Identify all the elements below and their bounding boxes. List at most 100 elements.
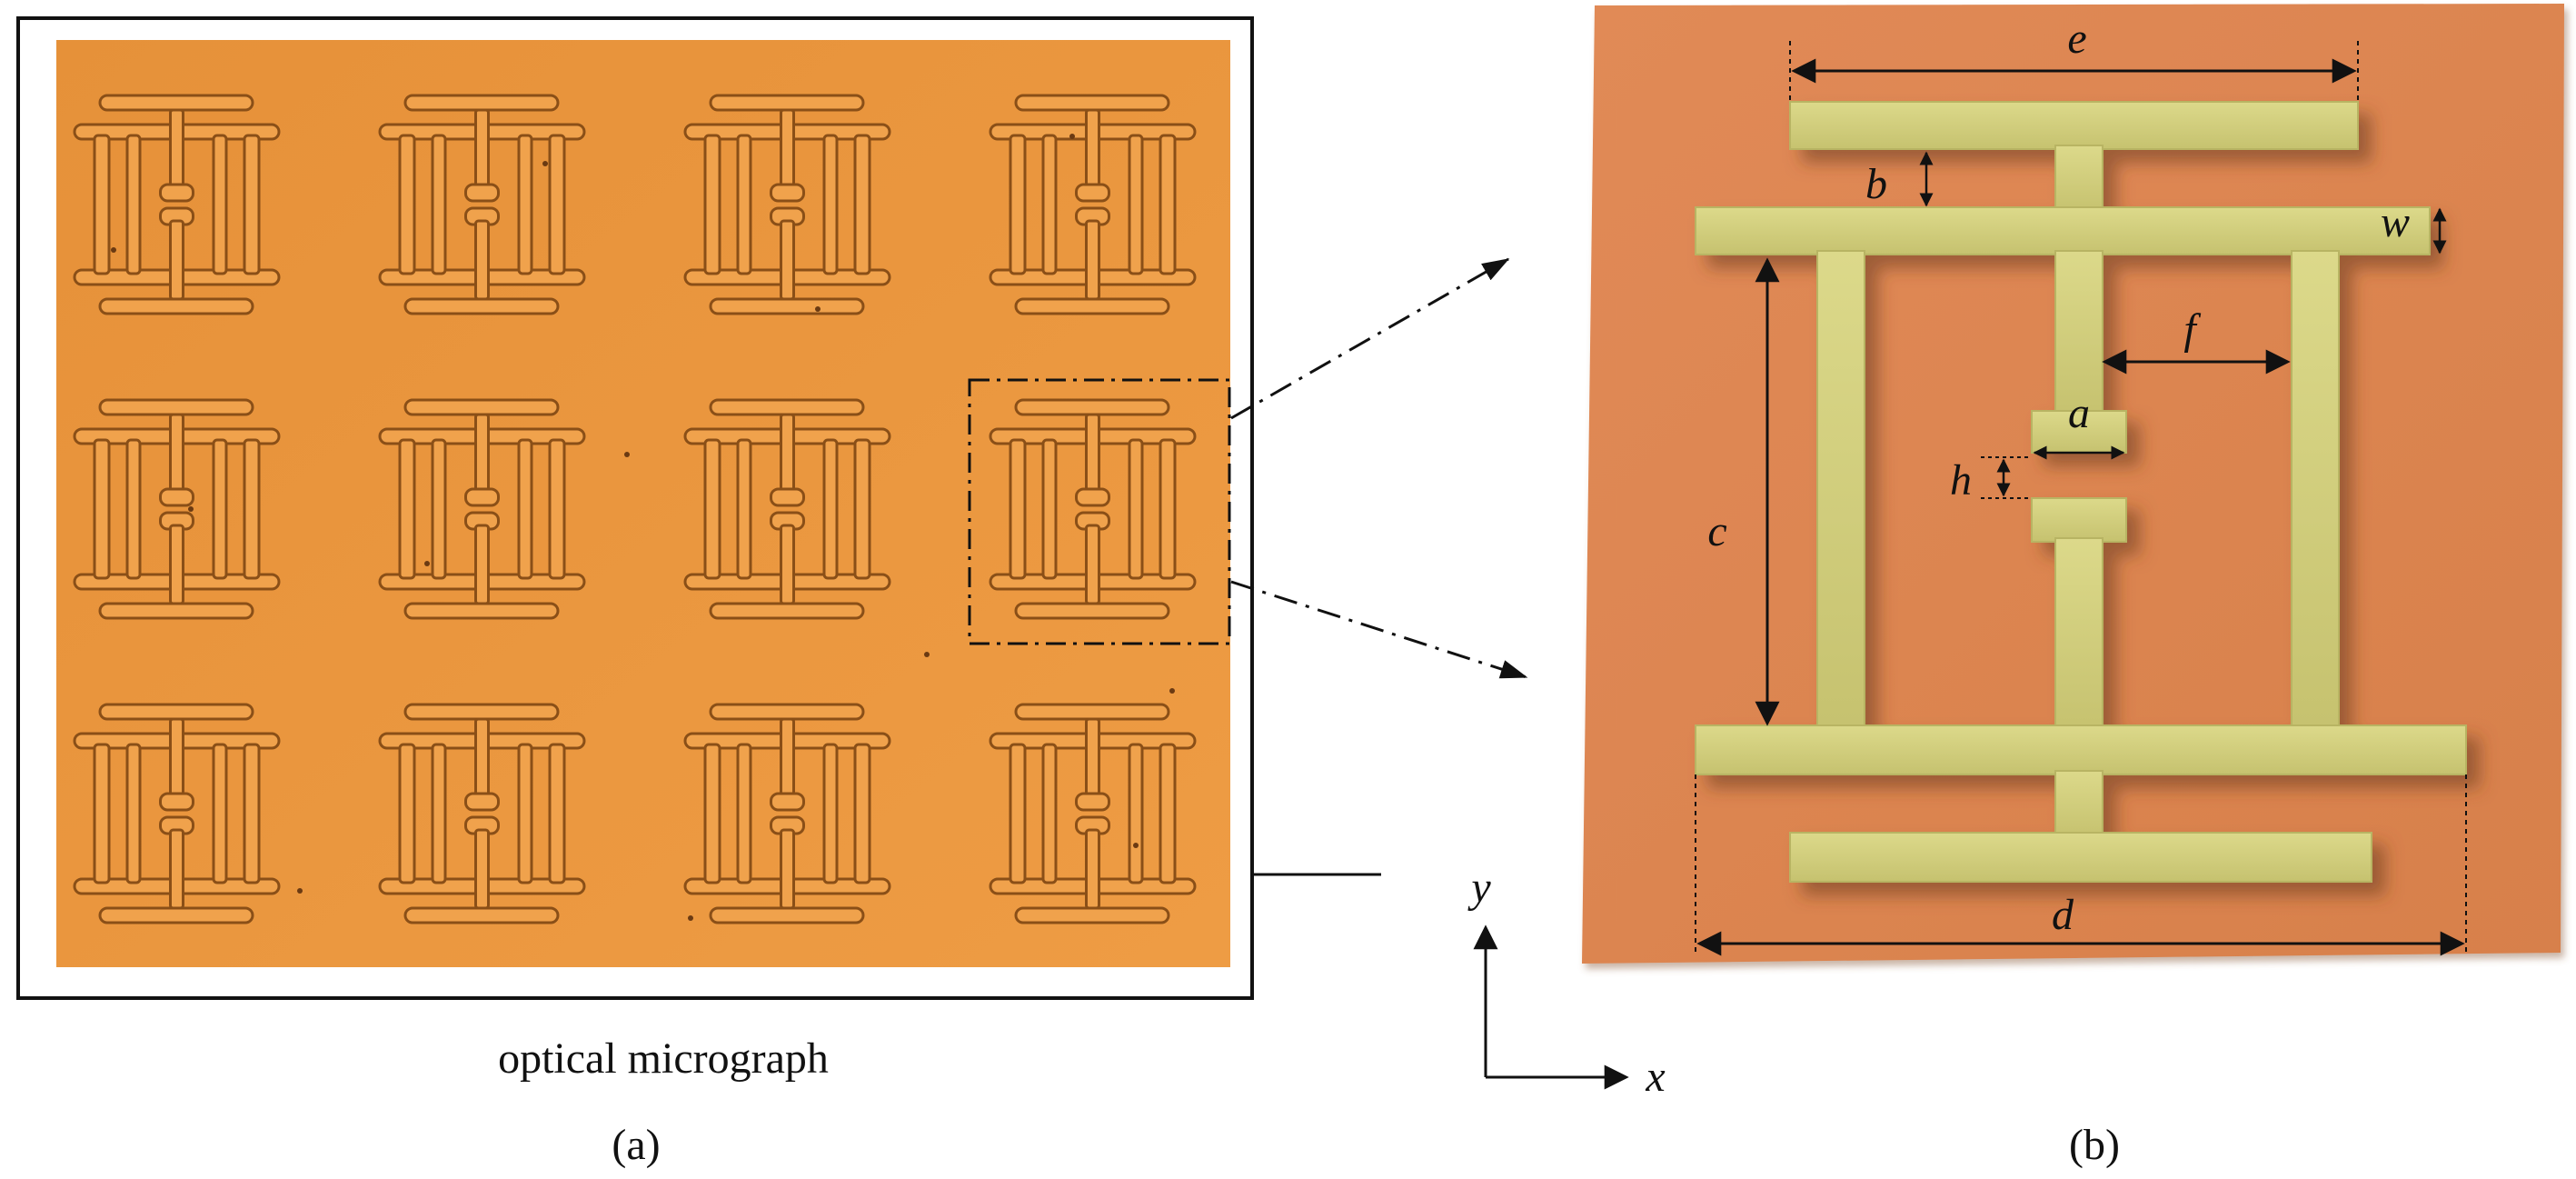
micro-cell-part: [1159, 743, 1177, 884]
left-vertical-arm: [1816, 250, 1865, 730]
micro-cell-part: [736, 438, 752, 580]
micro-cell-part: [464, 487, 500, 507]
micro-cell-part: [403, 703, 560, 721]
micro-cell-part: [780, 717, 795, 801]
micro-cell-part: [431, 438, 447, 580]
micro-cell-part: [770, 183, 805, 203]
micro-cell-part: [125, 438, 142, 580]
micro-cell-part: [1159, 134, 1177, 275]
micro-cell-part: [169, 219, 184, 301]
micro-cell-part: [403, 94, 560, 112]
micro-cell-part: [169, 717, 184, 801]
micro-cell-part: [548, 134, 566, 275]
micro-cell-part: [780, 828, 795, 910]
dust-speck: [1133, 843, 1139, 848]
micro-unit-cell: [989, 398, 1197, 620]
micro-unit-cell: [73, 94, 281, 315]
zoom-arrow-upper: [1230, 257, 1510, 420]
lower-gap-pad: [2031, 497, 2127, 543]
micro-cell-part: [431, 134, 447, 275]
micro-cell-part: [709, 398, 865, 416]
caption-optical-micrograph: optical micrograph: [498, 1034, 829, 1083]
micro-cell-part: [1085, 717, 1100, 801]
highlight-box: [968, 378, 1231, 645]
panel-a: optical micrograph (a): [16, 16, 1381, 1169]
micro-cell-part: [709, 94, 865, 112]
micro-cell-part: [1075, 792, 1110, 812]
micro-cell-part: [703, 743, 721, 884]
micro-cell-part: [398, 134, 416, 275]
micro-cell-part: [1014, 297, 1170, 315]
label-a: a: [2068, 389, 2090, 437]
micrograph-unit-cells: [73, 94, 1197, 924]
dust-speck: [688, 915, 693, 921]
micro-cell-part: [403, 906, 560, 924]
micro-cell-part: [125, 743, 142, 884]
micro-cell-part: [474, 413, 490, 496]
micro-cell-part: [709, 906, 865, 924]
micro-cell-part: [169, 413, 184, 496]
dust-speck: [424, 561, 430, 566]
dust-speck: [297, 888, 303, 894]
micro-cell-part: [98, 94, 254, 112]
micro-cell-part: [1009, 134, 1027, 275]
micro-cell-part: [853, 438, 871, 580]
micro-cell-part: [1085, 413, 1100, 496]
micro-cell-part: [398, 438, 416, 580]
micro-cell-part: [517, 134, 533, 275]
micro-cell-part: [780, 219, 795, 301]
micro-cell-part: [403, 602, 560, 620]
micro-cell-part: [159, 487, 194, 507]
dust-speck: [815, 306, 821, 312]
right-vertical-arm: [2291, 250, 2340, 730]
micro-cell-part: [736, 743, 752, 884]
dust-speck: [188, 506, 194, 512]
x-axis-label: x: [1645, 1053, 1665, 1101]
top-outer-bar: [1789, 101, 2359, 150]
zoom-arrow-lower: [1230, 580, 1528, 679]
micro-cell-part: [474, 828, 490, 910]
micro-cell-part: [703, 438, 721, 580]
bottom-connector-stem: [2054, 770, 2104, 837]
micro-cell-part: [243, 438, 261, 580]
micro-cell-part: [243, 743, 261, 884]
top-inner-bar: [1695, 206, 2431, 255]
micro-cell-part: [822, 134, 839, 275]
micro-cell-part: [169, 828, 184, 910]
micro-cell-part: [1128, 743, 1144, 884]
micro-cell-part: [1014, 703, 1170, 721]
micro-cell-part: [1009, 743, 1027, 884]
micro-cell-part: [474, 717, 490, 801]
label-w: w: [2381, 198, 2410, 246]
magnification-arrows: [1230, 257, 1528, 679]
micro-cell-part: [474, 219, 490, 301]
micro-cell-part: [1128, 438, 1144, 580]
micro-unit-cell: [73, 703, 281, 924]
micro-cell-part: [1085, 828, 1100, 910]
micro-cell-part: [780, 108, 795, 192]
micro-cell-part: [1009, 438, 1027, 580]
panel-b: e b w f a h c d (b): [1582, 4, 2564, 1169]
micro-cell-part: [1014, 94, 1170, 112]
micro-cell-part: [736, 134, 752, 275]
label-h: h: [1950, 456, 1972, 505]
micro-cell-part: [1041, 743, 1058, 884]
top-connector-stem: [2054, 145, 2104, 212]
dimension-annotations: [1695, 41, 2467, 956]
micro-unit-cell: [683, 94, 891, 315]
micro-cell-part: [853, 743, 871, 884]
micro-cell-part: [548, 438, 566, 580]
micro-unit-cell: [378, 703, 586, 924]
micro-cell-part: [1085, 108, 1100, 192]
micro-cell-part: [1085, 219, 1100, 301]
dust-speck: [542, 161, 548, 166]
micro-cell-part: [709, 297, 865, 315]
micro-cell-part: [770, 487, 805, 507]
dust-speck: [111, 247, 116, 253]
micro-cell-part: [159, 183, 194, 203]
micro-cell-part: [169, 524, 184, 605]
micro-cell-part: [125, 134, 142, 275]
label-d: d: [2052, 891, 2074, 939]
micro-cell-part: [1014, 906, 1170, 924]
micro-cell-part: [212, 134, 228, 275]
